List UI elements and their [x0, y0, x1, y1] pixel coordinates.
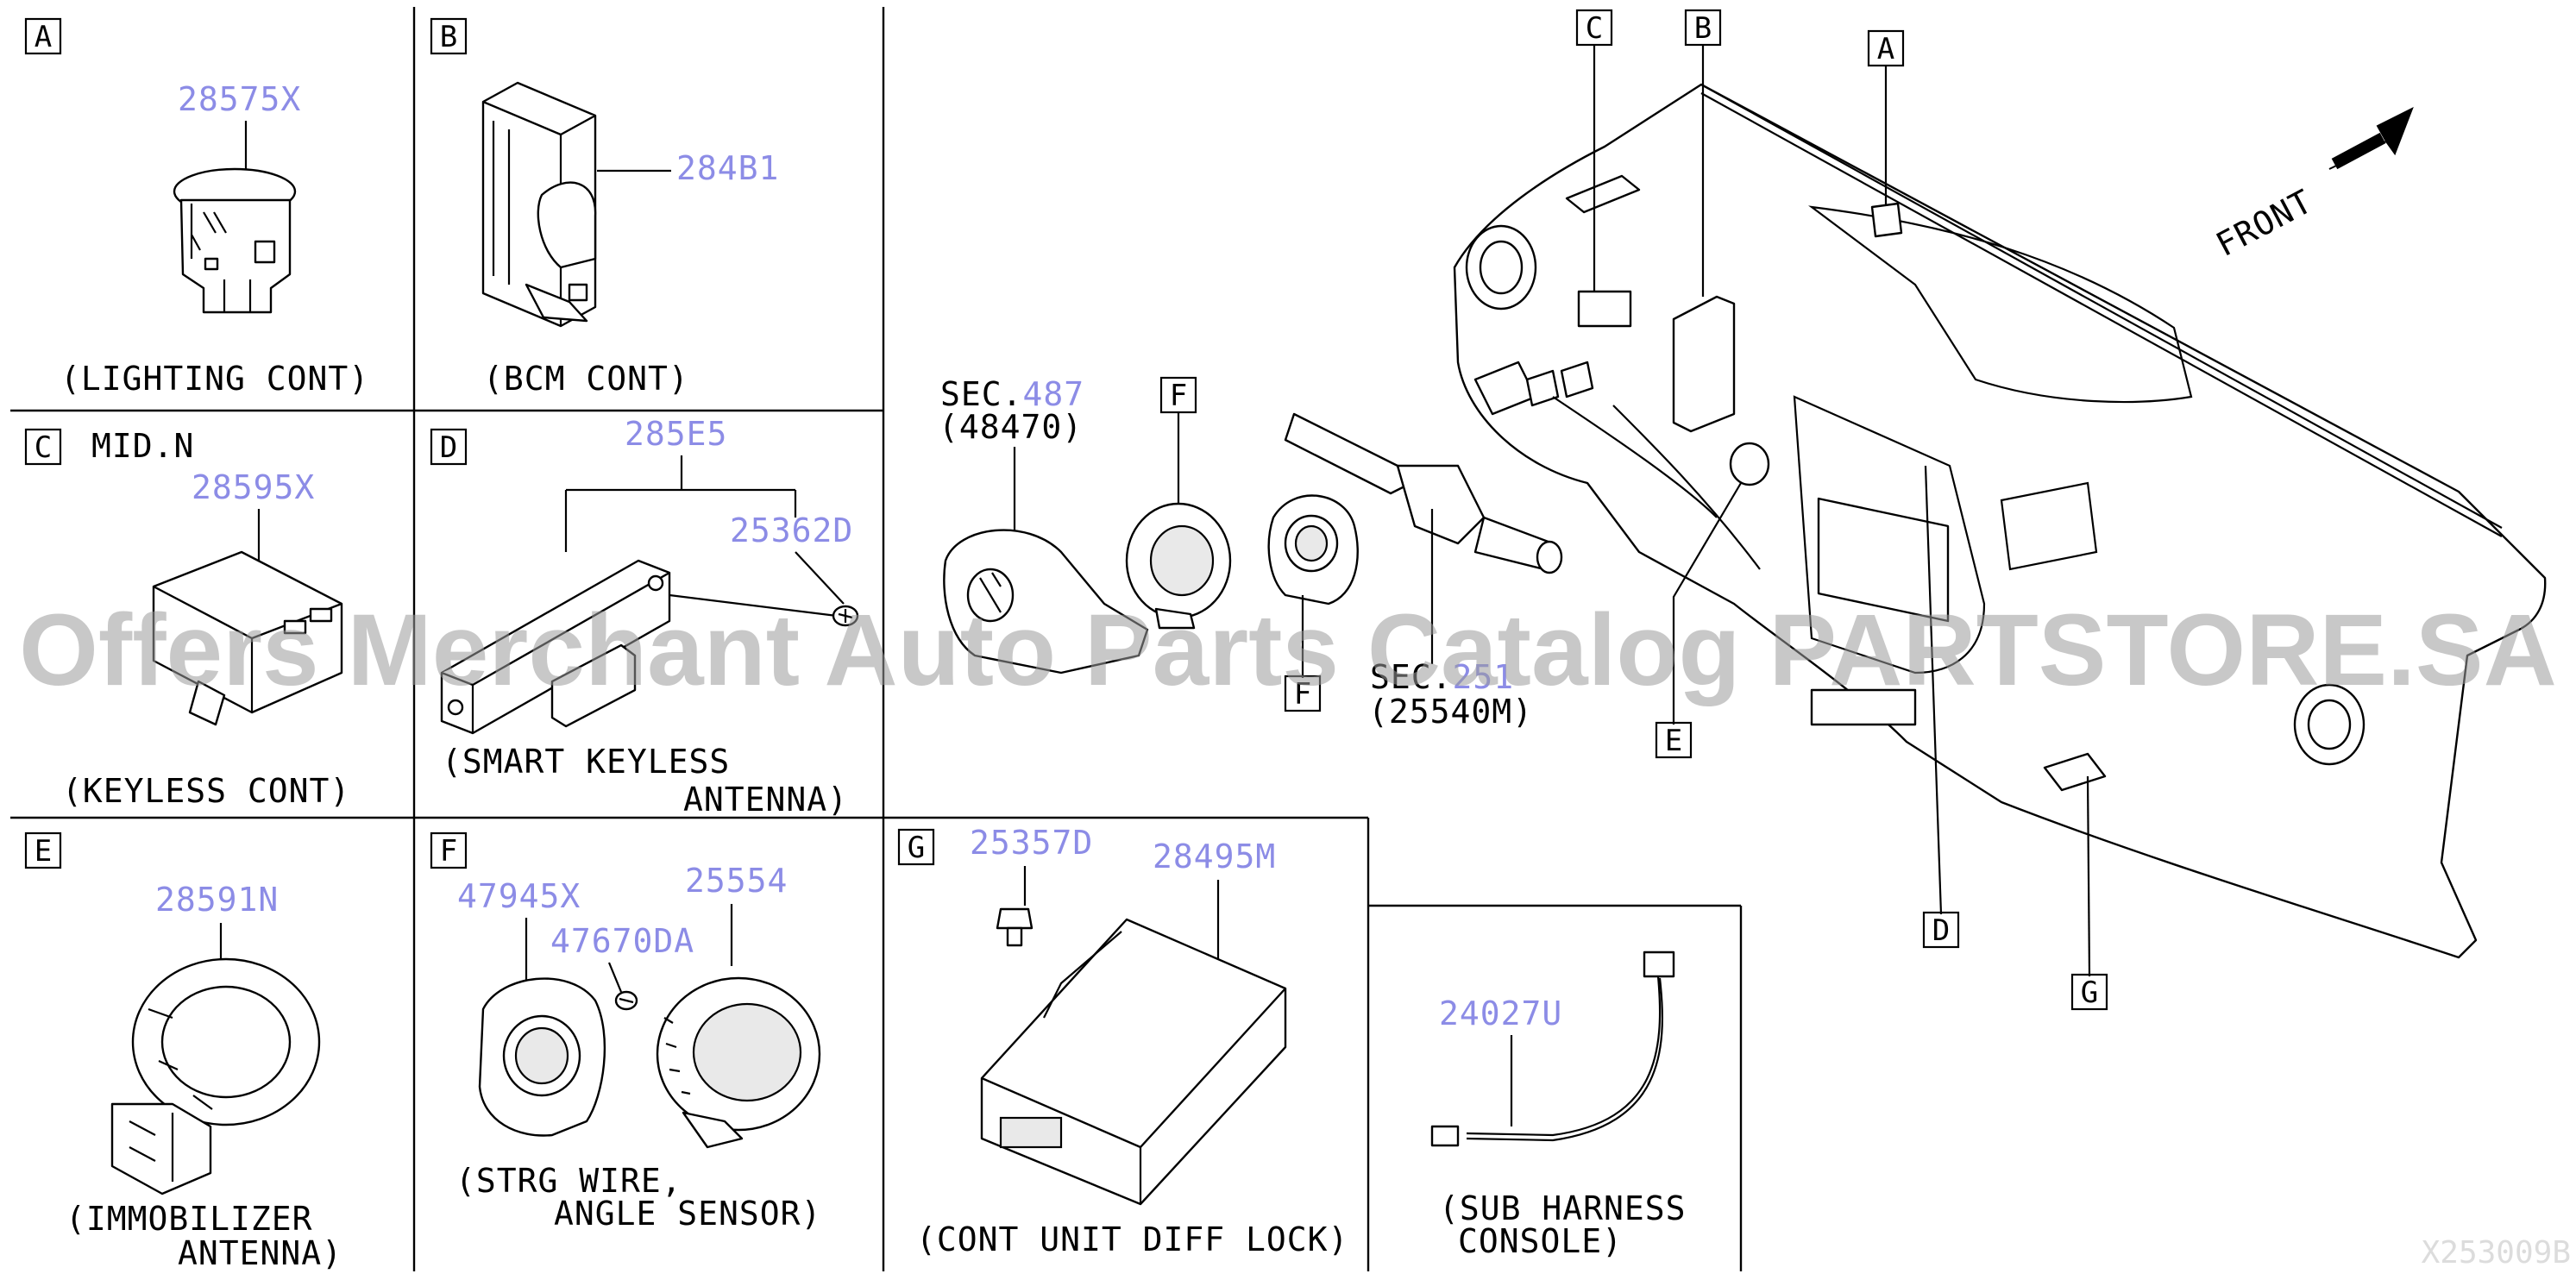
steering-angle-sensor-part [478, 977, 606, 1137]
bcm-mounted [1672, 295, 1736, 433]
harness-caption-2: CONSOLE) [1458, 1222, 1623, 1260]
diff-lock-unit-part [980, 918, 1287, 1206]
panel-e: E 28591N (IMMOBILIZER ANTENNA) [24, 831, 342, 1272]
panel-e-caption-1: (IMMOBILIZER [66, 1200, 313, 1238]
panel-e-part-number: 28591N [155, 881, 279, 919]
panel-f: F 47945X 47670DA 25554 (STRG WIRE, ANGLE… [430, 831, 821, 1233]
callout-g-box [2070, 973, 2108, 1011]
sec-487-ref: (48470) [939, 408, 1083, 446]
callout-c: C [1586, 11, 1603, 46]
panel-c: C MID.N 28595X (KEYLESS CONT) [24, 427, 350, 810]
panel-d-caption-1: (SMART KEYLESS [442, 743, 730, 781]
callout-g: G [2081, 976, 2098, 1010]
callout-e: E [1665, 724, 1682, 758]
keyless-unit-part [152, 550, 343, 726]
callout-d-box [1922, 911, 1960, 949]
watermark-text: Offers Merchant Auto Parts Catalog PARTS… [19, 593, 2557, 707]
panel-g: G 25357D 28495M (CONT UNIT DIFF LOCK) [897, 824, 1348, 1258]
immobilizer-antenna-part [110, 957, 321, 1195]
callout-f-lower-box [1284, 675, 1322, 712]
panel-c-caption: (KEYLESS CONT) [62, 772, 350, 810]
panel-d-part-screw: 25362D [730, 511, 853, 549]
panel-f-part-2: 47670DA [550, 922, 694, 960]
callout-b: B [1694, 11, 1712, 46]
steering-column-cover-part [943, 529, 1149, 675]
keyless-unit-mounted [1577, 290, 1632, 328]
screw-47670da [614, 990, 638, 1011]
panel-c-note: MID.N [91, 427, 194, 465]
screw-25362d [832, 605, 859, 627]
spiral-cable-part [656, 976, 821, 1149]
immobilizer-mounted [1729, 442, 1770, 486]
panel-b-letter: B [440, 20, 457, 54]
panel-g-part-2: 28495M [1153, 838, 1276, 875]
panel-f-caption-1: (STRG WIRE, [456, 1162, 682, 1200]
panel-g-caption: (CONT UNIT DIFF LOCK) [916, 1220, 1348, 1258]
panel-g-part-1: 25357D [970, 824, 1093, 862]
panel-b: B 284B1 (BCM CONT) [430, 17, 779, 398]
panel-c-part-number: 28595X [192, 468, 315, 506]
panel-d: D 285E5 25362D (SMART KEYLESS ANTENNA) [430, 415, 859, 819]
bolt-25357d [996, 907, 1034, 947]
clock-spring-assembly-part [1125, 502, 1232, 630]
combination-switch-part [1284, 412, 1563, 574]
panel-a-letter-box [24, 17, 62, 55]
angle-sensor-assembly-part [1267, 494, 1359, 605]
panel-sub-harness: 24027U (SUB HARNESS CONSOLE) [1430, 951, 1687, 1260]
panel-a-caption: (LIGHTING CONT) [60, 360, 369, 398]
panel-g-letter: G [908, 831, 925, 865]
panel-b-caption: (BCM CONT) [483, 360, 689, 398]
callout-f-lower: F [1294, 677, 1311, 712]
panel-a-part-number: 28575X [178, 80, 301, 118]
sub-harness-console-part [1430, 951, 1675, 1147]
callout-f-upper: F [1170, 379, 1187, 413]
callout-a: A [1877, 32, 1894, 66]
sec-251-label: SEC.251 [1370, 658, 1514, 696]
lighting-switch-mounted [1870, 202, 1903, 238]
panel-d-letter: D [440, 430, 457, 465]
sec-487-label: SEC.487 [940, 375, 1084, 413]
panel-a-letter: A [35, 20, 52, 54]
panel-f-part-1: 47945X [457, 877, 581, 915]
panel-grid [10, 7, 1743, 1271]
instrument-panel-part [1453, 83, 2547, 959]
panel-e-caption-2: ANTENNA) [178, 1234, 342, 1272]
panel-b-part-number: 284B1 [676, 149, 779, 187]
panel-c-letter: C [35, 430, 52, 465]
bcm-unit-part [481, 81, 597, 328]
smart-keyless-antenna-part [440, 559, 838, 735]
panel-f-letter: F [440, 834, 457, 869]
lighting-switch-part [173, 167, 297, 314]
front-label: FRONT [2210, 182, 2319, 264]
sec-251-ref: (25540M) [1368, 693, 1533, 731]
panel-f-part-3: 25554 [685, 862, 788, 900]
panel-e-letter: E [35, 834, 52, 869]
callout-e-box [1655, 721, 1693, 759]
panel-a: A 28575X (LIGHTING CONT) [24, 17, 369, 398]
callout-d: D [1932, 913, 1950, 948]
panel-d-part-top: 285E5 [625, 415, 727, 453]
harness-caption-1: (SUB HARNESS [1439, 1189, 1687, 1227]
harness-part-number: 24027U [1439, 995, 1562, 1032]
front-arrow-icon [2328, 106, 2414, 170]
figure-reference: X253009B [2422, 1235, 2571, 1271]
panel-d-caption-2: ANTENNA) [683, 781, 848, 819]
panel-f-caption-2: ANGLE SENSOR) [554, 1195, 821, 1233]
